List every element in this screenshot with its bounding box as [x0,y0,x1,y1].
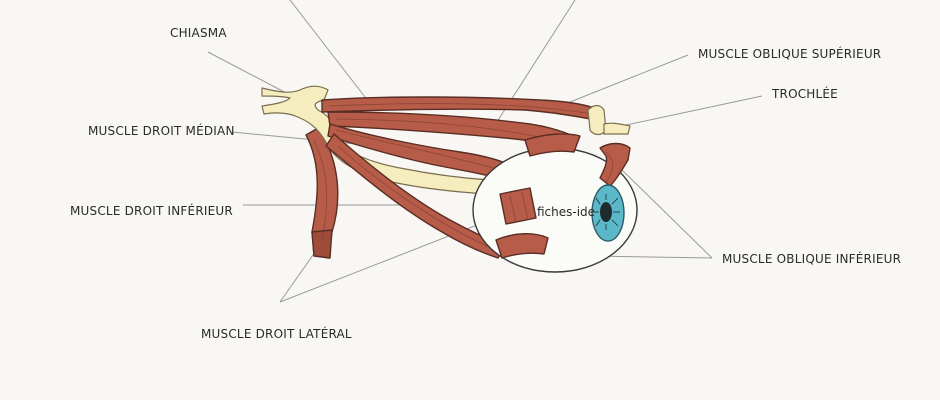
leader-chiasma [207,51,291,96]
label-droit-lateral: MUSCLE DROIT LATÉRAL [201,326,352,341]
leader-oblique-superieur [554,54,689,109]
label-chiasma: CHIASMA [170,26,227,40]
iris-rays [594,194,620,230]
label-trochlee: TROCHLÉE [771,86,838,101]
label-droit-inferieur: MUSCLE DROIT INFÉRIEUR [70,203,233,218]
leader-oblique-inferieur-1 [621,169,713,259]
muscle-oblique-inferieur-shape [599,142,631,187]
watermark: fiches-ide [537,205,595,219]
label-oblique-superieur: MUSCLE OBLIQUE SUPÉRIEUR [698,46,881,61]
label-droit-median: MUSCLE DROIT MÉDIAN [88,123,235,138]
leader-trochlee [611,95,763,129]
insertion-upper [524,133,581,157]
pupil [600,202,612,222]
trochlea [587,104,631,136]
leader-lines [207,0,763,303]
upper-muscles [321,96,601,151]
muscle-droit-inferieur-shape [325,133,506,259]
label-oblique-inferieur: MUSCLE OBLIQUE INFÉRIEUR [722,251,901,266]
muscle-droit-lateral-band [305,127,339,259]
middle-muscles [325,123,513,259]
insertion-lower [495,233,549,259]
leader-top-left [289,0,376,111]
eyeball: fiches-ide [472,133,638,273]
labels: CHIASMA MUSCLE OBLIQUE SUPÉRIEUR TROCHLÉ… [70,26,901,341]
insertion-center [499,187,537,225]
